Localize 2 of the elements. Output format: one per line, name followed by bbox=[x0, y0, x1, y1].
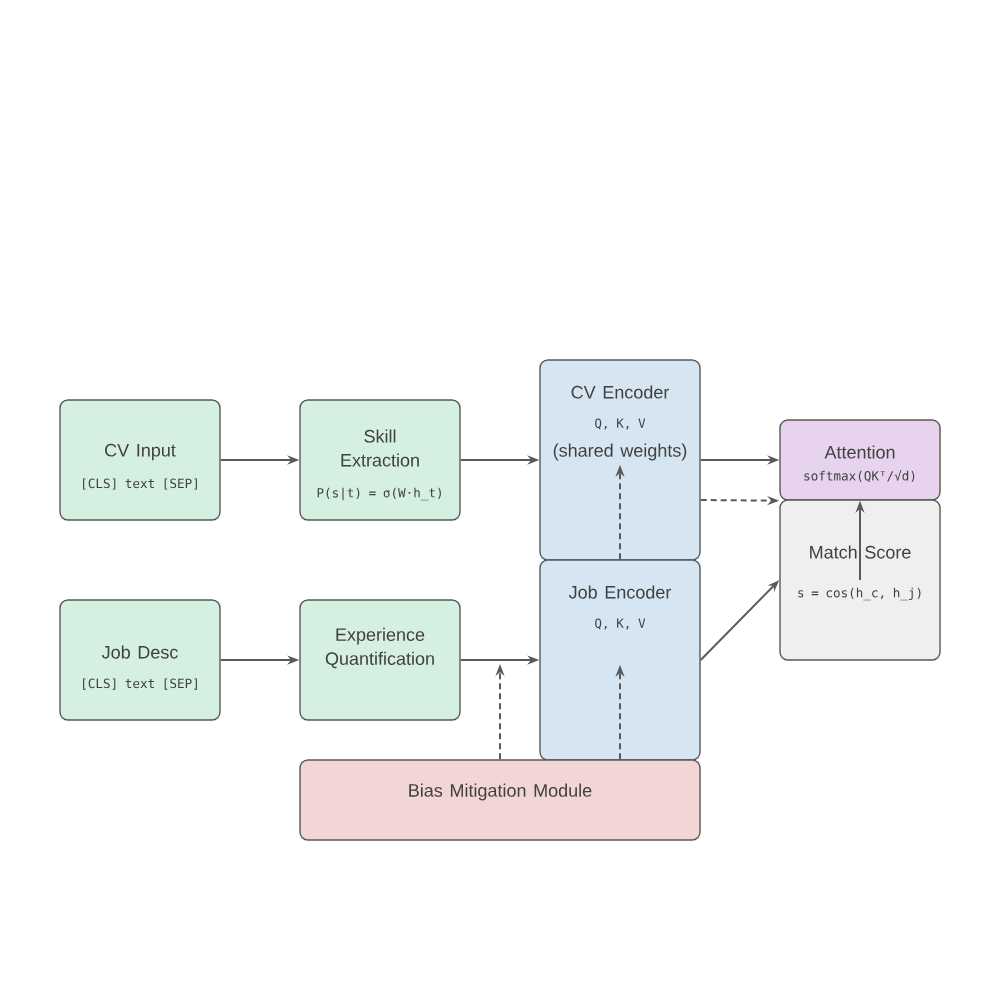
module-box: Bias Mitigation Module bbox=[299, 759, 701, 841]
process-box: Experience Quantification bbox=[299, 599, 461, 721]
